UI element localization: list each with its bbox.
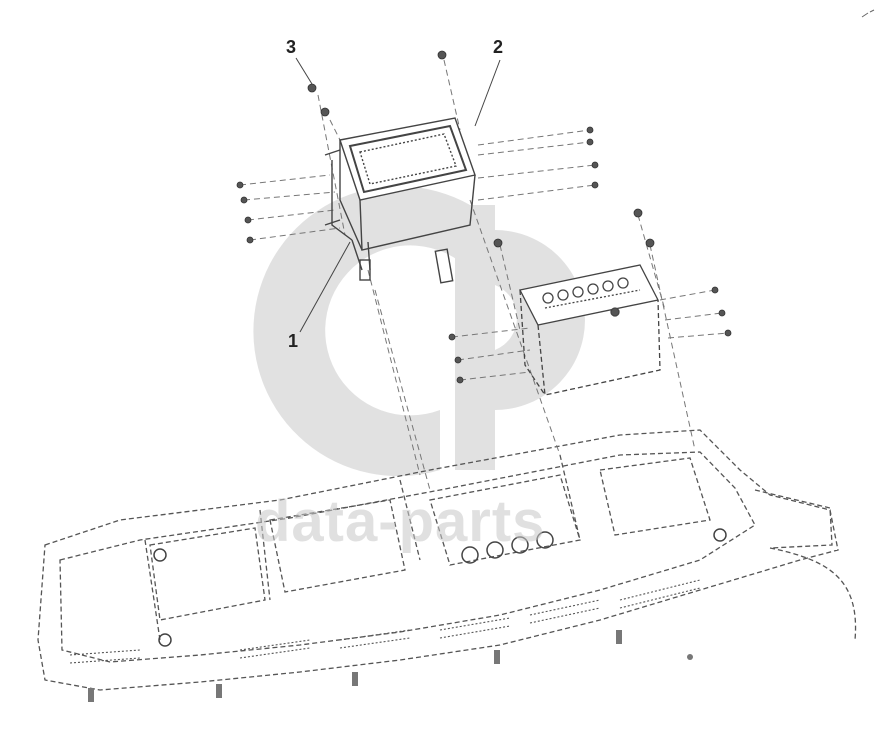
corner-mark (861, 9, 875, 18)
callout-leader-lines (295, 57, 501, 333)
housing-vent-grilles (69, 579, 701, 664)
housing-feet (88, 630, 693, 702)
housing-knobs (153, 528, 727, 647)
callout-2: 2 (493, 37, 504, 57)
screws (236, 50, 732, 384)
callout-3: 3 (286, 37, 297, 57)
watermark-text: data-parts (255, 489, 546, 554)
callout-1: 1 (288, 331, 299, 351)
control-panel-module (519, 264, 661, 396)
assembly-lines (239, 59, 729, 491)
watermark-logo (253, 186, 585, 477)
display-module (324, 117, 476, 284)
main-housing (37, 429, 857, 691)
